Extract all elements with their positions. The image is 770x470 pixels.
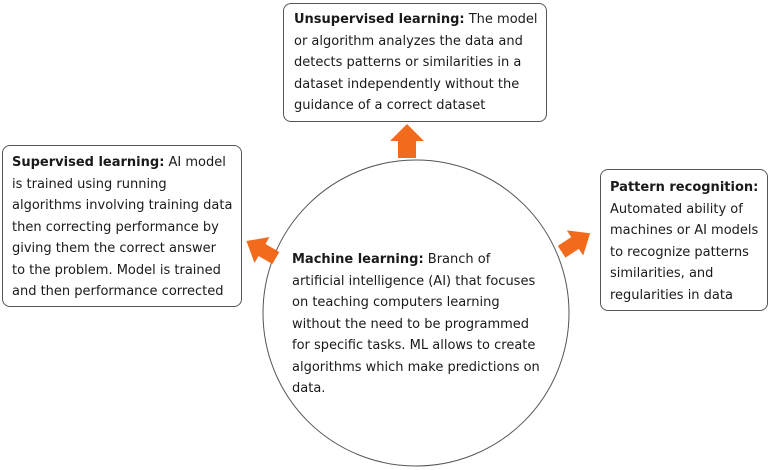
machine-learning-description: Machine learning: Branch of artificial i… [292,249,542,400]
pattern-recognition-text: Automated ability of machines or AI mode… [610,201,759,303]
supervised-learning-title: Supervised learning: [12,155,165,170]
unsupervised-learning-title: Unsupervised learning: [294,12,465,27]
machine-learning-text: Branch of artificial intelligence (AI) t… [292,252,540,396]
unsupervised-learning-box: Unsupervised learning: The model or algo… [283,3,547,122]
pattern-recognition-box: Pattern recognition: Automated ability o… [600,169,768,311]
arrow-left-icon [246,237,280,265]
pattern-recognition-title: Pattern recognition: [610,180,759,195]
central-circle [262,159,570,467]
supervised-learning-text: AI model is trained using running algori… [12,155,233,299]
unsupervised-learning-text: The model or algorithm analyzes the data… [294,12,538,113]
arrow-right-icon [557,230,591,258]
arrow-up-icon [390,124,424,158]
machine-learning-title: Machine learning: [292,252,424,267]
supervised-learning-box: Supervised learning: AI model is trained… [2,145,242,307]
